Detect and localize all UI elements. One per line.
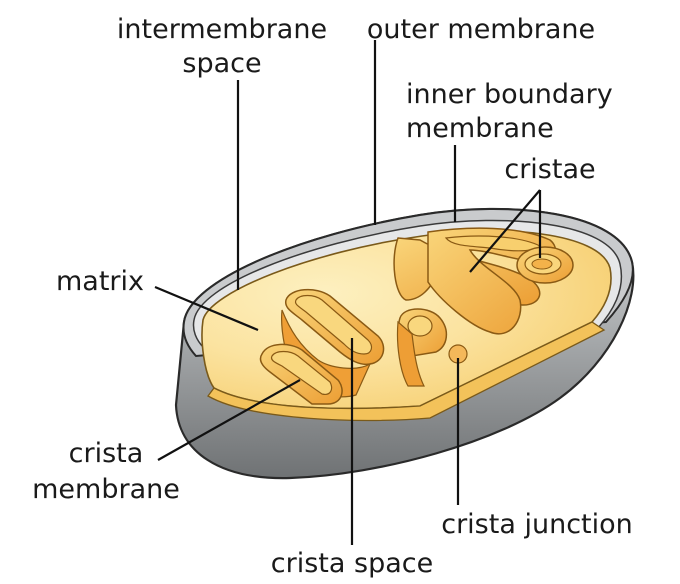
matrix-cut-edge — [207, 321, 606, 422]
label-crista-membrane-line1: crista — [69, 438, 144, 469]
label-intermembrane-space-line1: intermembrane — [117, 14, 327, 45]
cristae-folds — [259, 227, 574, 405]
label-matrix: matrix — [56, 266, 144, 297]
label-crista-space: crista space — [271, 548, 433, 579]
label-inner-boundary-membrane-line2: membrane — [406, 113, 554, 144]
label-outer-membrane: outer membrane — [367, 14, 595, 45]
label-inner-boundary-membrane-line1: inner boundary — [406, 79, 613, 110]
labels: intermembrane space outer membrane inner… — [32, 14, 633, 579]
label-crista-membrane-line2: membrane — [32, 474, 180, 505]
label-crista-junction: crista junction — [441, 509, 633, 540]
label-cristae: cristae — [504, 154, 595, 185]
label-intermembrane-space-line2: space — [182, 48, 261, 79]
leader-lines — [154, 40, 542, 545]
